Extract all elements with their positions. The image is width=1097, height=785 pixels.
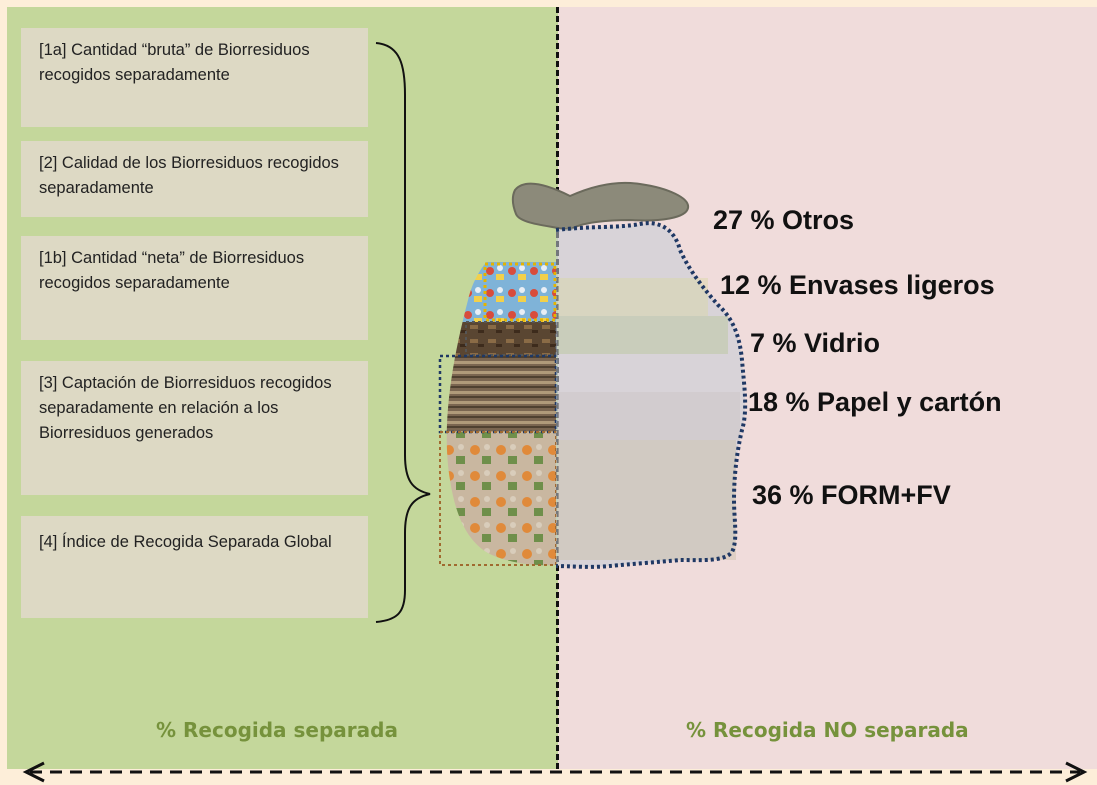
range-arrow-right-head: [1065, 761, 1088, 783]
bag-knot: [511, 181, 690, 232]
fraction-label-otros: 27 % Otros: [713, 205, 855, 235]
indicator-text-1a: [1a] Cantidad “bruta” de Biorresiduos re…: [39, 41, 310, 84]
range-arrow-left-head: [22, 761, 45, 783]
bag-band-papel: [558, 392, 740, 440]
indicator-box-3: [3] Captación de Biorresiduos recogidos …: [21, 361, 368, 495]
bag-band-organico: [558, 440, 736, 560]
caption-non-separated: % Recogida NO separada: [686, 718, 969, 742]
plastic-sample-outline: [483, 262, 557, 322]
bag-non-separated-half: [556, 223, 746, 567]
indicator-box-1b: [1b] Cantidad “neta” de Biorresiduos rec…: [21, 236, 368, 340]
bag-dotted-outline: [555, 221, 748, 569]
caption-separated: % Recogida separada: [156, 718, 398, 742]
fraction-label-papel: 18 % Papel y cartón: [748, 387, 1002, 417]
bag-band-vidrio: [558, 316, 728, 354]
fraction-label-envases: 12 % Envases ligeros: [720, 270, 995, 300]
bag-separated-half: [446, 262, 556, 566]
indicator-text-1b: [1b] Cantidad “neta” de Biorresiduos rec…: [39, 249, 305, 292]
fraction-label-form: 36 % FORM+FV: [752, 480, 951, 510]
indicator-box-2: [2] Calidad de los Biorresiduos recogido…: [21, 141, 368, 217]
indicator-text-2: [2] Calidad de los Biorresiduos recogido…: [39, 154, 339, 197]
indicator-box-1a: [1a] Cantidad “bruta” de Biorresiduos re…: [21, 28, 368, 127]
indicator-curly-brace: [375, 42, 431, 623]
indicator-text-4: [4] Índice de Recogida Separada Global: [39, 533, 332, 551]
glass-sample-outline: [465, 321, 557, 356]
fraction-label-vidrio: 7 % Vidrio: [750, 328, 881, 358]
indicator-text-3: [3] Captación de Biorresiduos recogidos …: [39, 374, 332, 442]
indicator-box-4: [4] Índice de Recogida Separada Global: [21, 516, 368, 618]
bag-band-envases: [558, 278, 708, 316]
